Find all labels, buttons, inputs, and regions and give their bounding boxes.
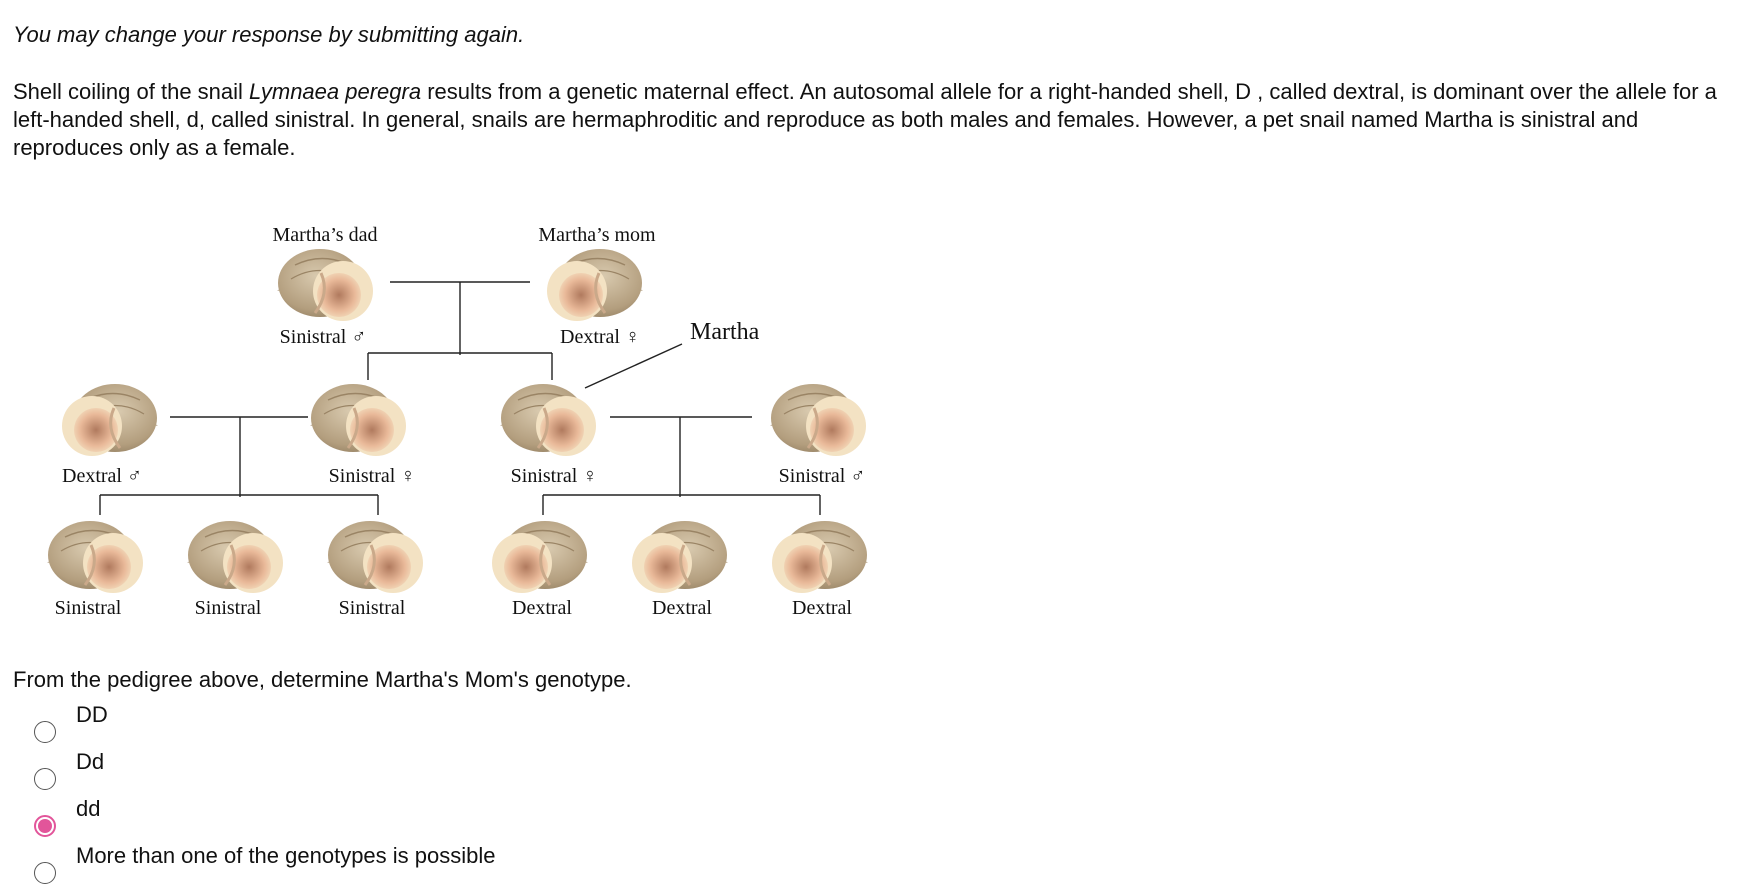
gen2-shell-1 [62, 384, 158, 456]
martha-gen2-label: Sinistral ♀ [511, 465, 598, 487]
gen3-shell-2 [185, 519, 285, 595]
radio-dd-homozygous-dominant[interactable] [34, 721, 56, 743]
gen3-label-5: Dextral [652, 597, 712, 619]
pedigree-diagram: Martha’s dad Martha’s mom Martha Sinistr… [45, 224, 900, 619]
species-name: Lymnaea peregra [249, 79, 422, 104]
radio-dd-heterozygous[interactable] [34, 768, 56, 790]
gen3-shell-3 [325, 519, 425, 595]
gen3-shell-1 [45, 519, 145, 595]
gen3-label-4: Dextral [512, 597, 572, 619]
gen3-label-3: Sinistral [339, 597, 406, 619]
mom-shell [547, 249, 643, 321]
gen2-shell-2 [308, 382, 408, 458]
option-label: Dd [76, 749, 105, 774]
martha-shell [498, 382, 598, 458]
mom-title: Martha’s mom [538, 224, 656, 246]
question-prompt: From the pedigree above, determine Marth… [13, 667, 632, 692]
gen3-label-1: Sinistral [55, 597, 122, 619]
option-label: DD [76, 702, 108, 727]
gen2-shell-4 [768, 382, 868, 458]
gen3-label-2: Sinistral [195, 597, 262, 619]
radio-more-than-one[interactable] [34, 862, 56, 884]
submission-notice: You may change your response by submitti… [13, 22, 525, 47]
radio-dd-homozygous-recessive-selected[interactable] [34, 815, 56, 837]
intro-part-1: Shell coiling of the snail [13, 79, 250, 104]
intro-part-2: results from a genetic maternal effect. … [13, 79, 1717, 160]
dad-shell [275, 247, 375, 323]
option-label: dd [76, 796, 101, 821]
gen2-label-1: Dextral ♂ [62, 465, 142, 487]
question-intro: Shell coiling of the snail Lymnaea pereg… [13, 78, 1733, 162]
dad-title: Martha’s dad [273, 224, 378, 246]
dad-label: Sinistral ♂ [280, 326, 367, 348]
gen2-label-2: Sinistral ♀ [329, 465, 416, 487]
mom-label: Dextral ♀ [560, 326, 640, 348]
gen3-shell-5 [632, 521, 728, 593]
gen3-shell-6 [772, 521, 868, 593]
gen3-shell-4 [492, 521, 588, 593]
martha-label: Martha [690, 319, 760, 345]
gen2-label-4: Sinistral ♂ [779, 465, 866, 487]
pedigree-lines [99, 281, 821, 515]
gen3-label-6: Dextral [792, 597, 852, 619]
option-label: More than one of the genotypes is possib… [76, 843, 496, 868]
